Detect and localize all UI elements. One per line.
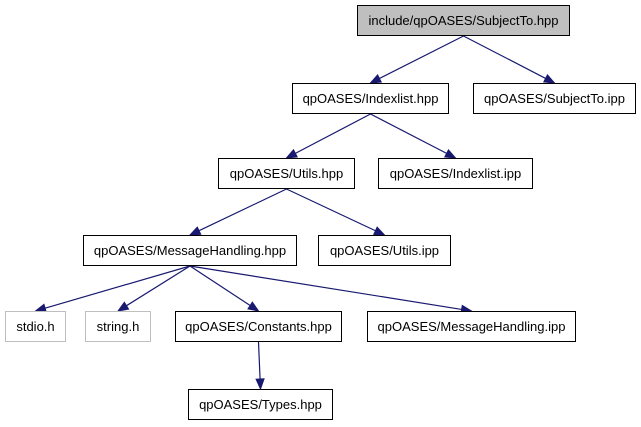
node-string-h: string.h: [85, 311, 151, 342]
node-utils-ipp[interactable]: qpOASES/Utils.ipp: [318, 235, 451, 266]
edge-utils_hpp-to-utils_ipp: [286, 188, 376, 232]
arrowhead-subject_to_hpp-to-subject_to_ipp: [542, 73, 556, 84]
arrowhead-message_handling_hpp-to-constants_hpp: [247, 301, 260, 312]
edge-utils_hpp-to-message_handling_hpp: [198, 188, 287, 232]
edge-constants_hpp-to-types_hpp: [257, 341, 261, 380]
node-subjectto-ipp[interactable]: qpOASES/SubjectTo.ipp: [473, 83, 636, 114]
node-stdio-h: stdio.h: [5, 311, 66, 342]
edge-indexlist_hpp-to-indexlist_ipp: [370, 113, 447, 154]
node-indexlist-hpp[interactable]: qpOASES/Indexlist.hpp: [292, 83, 449, 114]
node-types-hpp[interactable]: qpOASES/Types.hpp: [188, 389, 333, 420]
edge-subject_to_hpp-to-subject_to_ipp: [463, 35, 546, 79]
node-indexlist-ipp[interactable]: qpOASES/Indexlist.ipp: [378, 158, 533, 189]
node-subjectto-hpp: include/qpOASES/SubjectTo.hpp: [357, 5, 570, 36]
arrowhead-message_handling_hpp-to-string_h: [116, 301, 130, 312]
arrowhead-indexlist_hpp-to-indexlist_ipp: [443, 148, 457, 159]
arrowhead-constants_hpp-to-types_hpp: [255, 378, 265, 391]
edge-message_handling_hpp-to-string_h: [126, 265, 191, 307]
arrowhead-indexlist_hpp-to-utils_hpp: [285, 148, 298, 159]
edge-message_handling_hpp-to-message_handling_ipp: [189, 265, 462, 311]
node-messagehandling-ipp[interactable]: qpOASES/MessageHandling.ipp: [367, 311, 576, 342]
edge-indexlist_hpp-to-utils_hpp: [295, 113, 371, 154]
node-messagehandling-hpp[interactable]: qpOASES/MessageHandling.hpp: [83, 235, 297, 266]
arrowhead-utils_hpp-to-message_handling_hpp: [188, 226, 202, 236]
edge-message_handling_hpp-to-constants_hpp: [189, 265, 251, 307]
arrowhead-subject_to_hpp-to-indexlist_hpp: [369, 74, 383, 84]
edge-subject_to_hpp-to-indexlist_hpp: [379, 35, 464, 80]
arrowhead-utils_hpp-to-utils_ipp: [372, 226, 386, 236]
node-utils-hpp[interactable]: qpOASES/Utils.hpp: [218, 158, 355, 189]
edge-message_handling_hpp-to-stdio_h: [44, 265, 191, 309]
node-constants-hpp[interactable]: qpOASES/Constants.hpp: [175, 311, 342, 342]
